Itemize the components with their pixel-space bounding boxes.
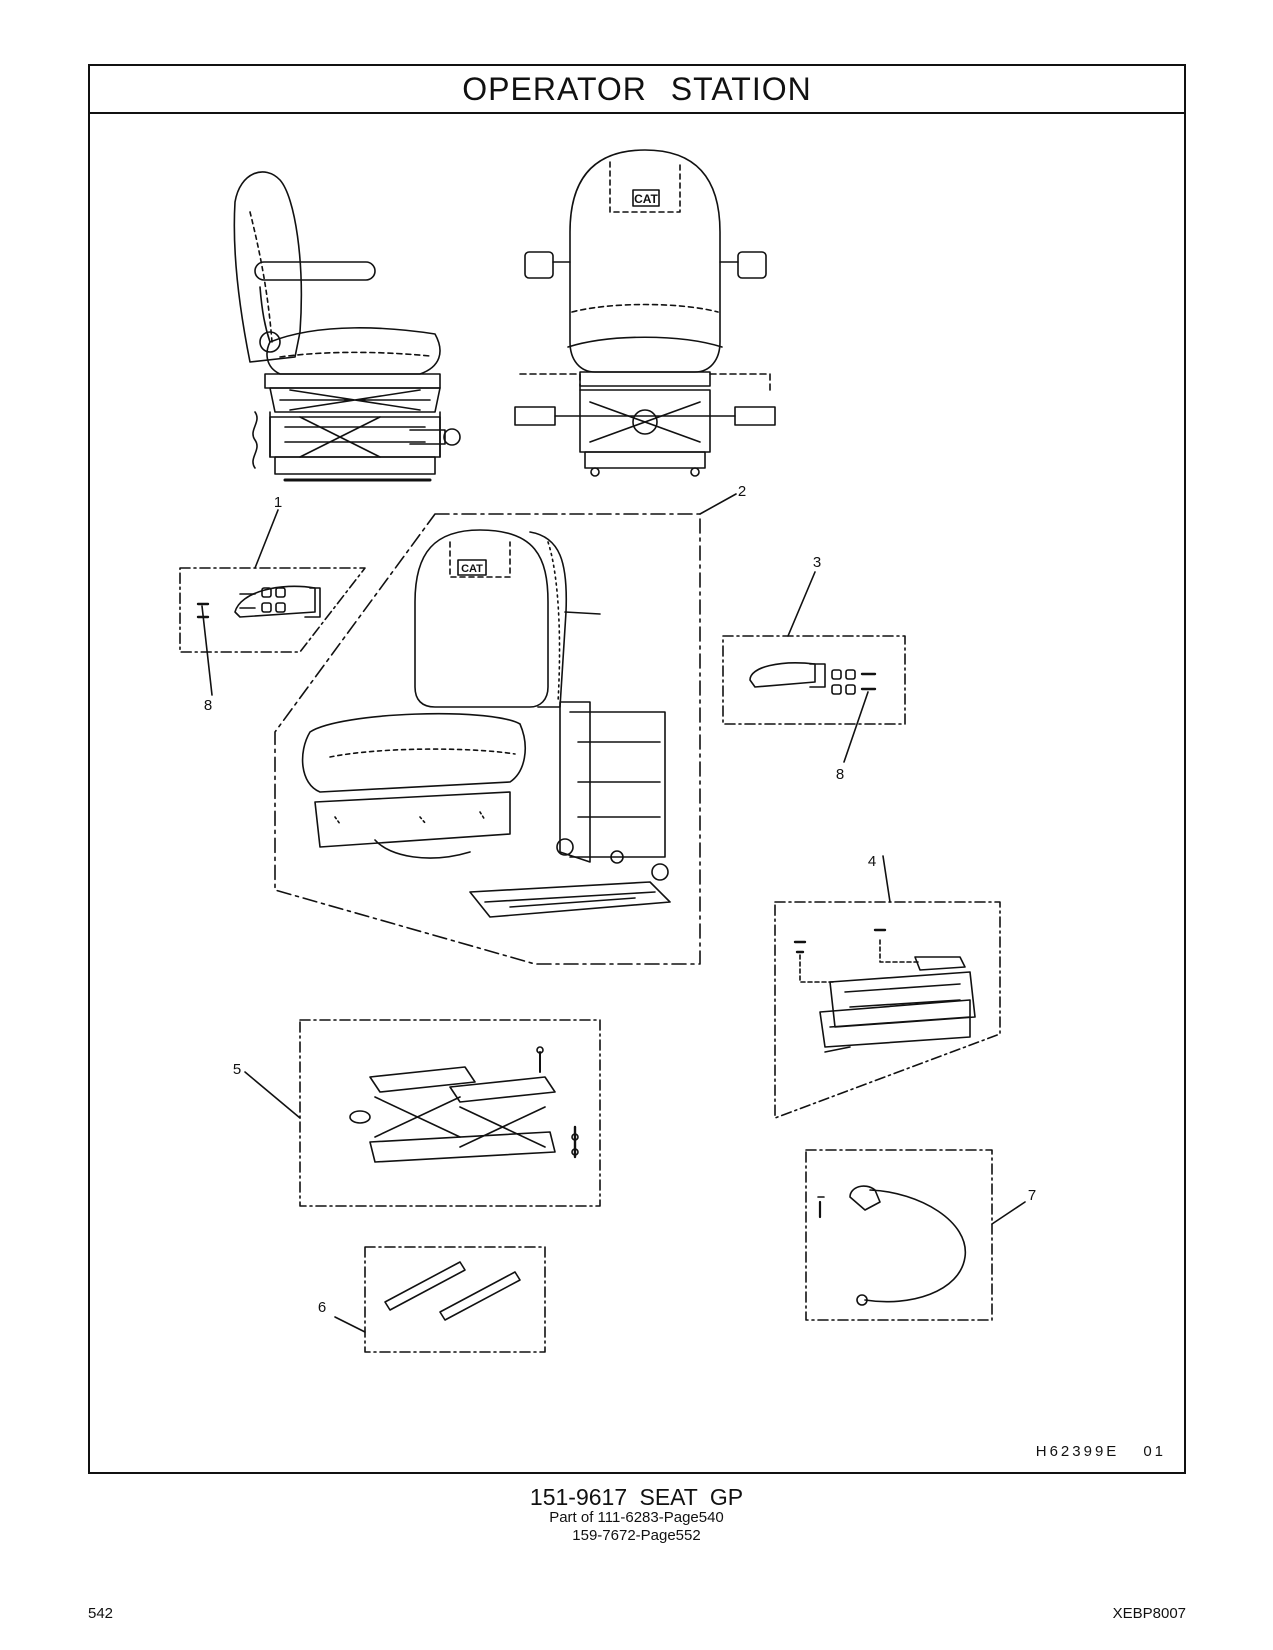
callout-2: 2 [738, 483, 746, 500]
figure-code: H62399E 01 [1036, 1443, 1166, 1460]
group-7-cable-assembly [805, 1149, 1026, 1321]
caption-reference-2: 159-7672-Page552 [572, 1527, 701, 1544]
callout-4: 4 [868, 853, 876, 870]
figure-frame: OPERATOR STATION [88, 64, 1186, 1474]
exploded-parts-drawing: CAT [179, 149, 1036, 1353]
title-bar: OPERATOR STATION [90, 66, 1184, 114]
caption-title: 151-9617 SEAT GP [529, 1484, 744, 1510]
group-6-slide-rails [334, 1246, 546, 1353]
callout-5: 5 [233, 1061, 241, 1078]
callout-7: 7 [1028, 1187, 1036, 1204]
group-4-tray-assembly [774, 855, 1001, 1119]
callout-1: 1 [274, 494, 282, 511]
caption-reference-1: Part of 111-6283-Page540 [549, 1509, 724, 1526]
callout-8-left: 8 [204, 697, 212, 714]
callout-3: 3 [813, 554, 821, 571]
seat-front-view: CAT [514, 149, 776, 477]
page-number: 542 [88, 1605, 114, 1622]
document-code: XEBP8007 [1112, 1605, 1186, 1622]
group-5-suspension [244, 1019, 601, 1207]
group-2-seat-assembly: CAT [274, 493, 737, 965]
callout-8-right: 8 [836, 766, 844, 783]
figure-revision: 01 [1143, 1443, 1166, 1460]
callout-6: 6 [318, 1299, 326, 1316]
page-title: OPERATOR STATION [462, 70, 812, 107]
cat-emblem-text-2: CAT [461, 563, 483, 575]
cat-emblem-text: CAT [634, 192, 658, 206]
group-3-right-armrest-kit [722, 571, 906, 763]
group-1-left-armrest-kit [179, 509, 366, 696]
figure-id: H62399E [1035, 1443, 1120, 1460]
seat-side-view [233, 171, 461, 482]
